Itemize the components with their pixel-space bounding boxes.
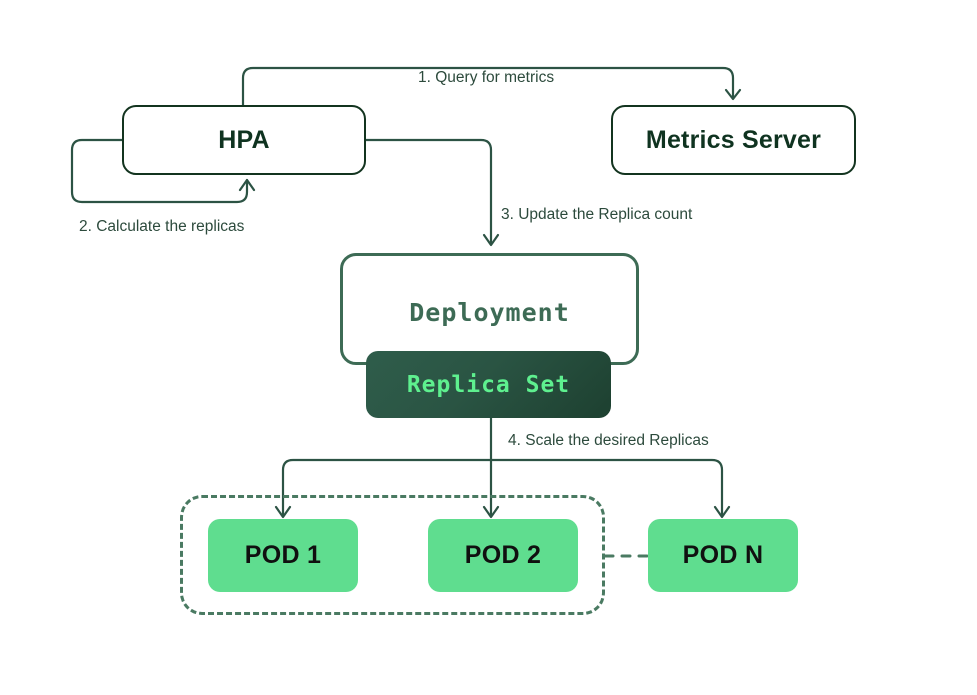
node-deployment-label: Deployment xyxy=(409,298,570,327)
edge-label-step-1: 1. Query for metrics xyxy=(418,69,555,86)
edge-label-step-3: 3. Update the Replica count xyxy=(501,206,693,223)
arrowhead-deployment xyxy=(482,233,500,247)
arrowhead-hpa-loop xyxy=(238,178,256,192)
node-pod-n-label: POD N xyxy=(682,541,764,569)
node-deployment[interactable]: Deployment xyxy=(340,253,639,365)
arrowhead-pod-n xyxy=(713,505,731,519)
arrowhead-metrics-server xyxy=(724,88,742,101)
node-pod-1-label: POD 1 xyxy=(244,541,322,569)
edge-label-step-4: 4. Scale the desired Replicas xyxy=(508,432,709,449)
node-replica-set-label: Replica Set xyxy=(406,371,571,398)
node-pod-2-label: POD 2 xyxy=(464,541,542,569)
node-pod-n[interactable]: POD N xyxy=(648,519,798,592)
edge-hpa-to-deployment xyxy=(364,138,493,246)
edge-label-step-2: 2. Calculate the replicas xyxy=(79,218,245,235)
node-pod-1[interactable]: POD 1 xyxy=(208,519,358,592)
node-hpa[interactable]: HPA xyxy=(122,105,366,175)
node-replica-set[interactable]: Replica Set xyxy=(366,351,611,418)
node-metrics-server-label: Metrics Server xyxy=(645,125,822,154)
node-pod-2[interactable]: POD 2 xyxy=(428,519,578,592)
pod-group-boundary xyxy=(180,495,605,615)
node-metrics-server[interactable]: Metrics Server xyxy=(611,105,856,175)
node-hpa-label: HPA xyxy=(218,125,270,154)
